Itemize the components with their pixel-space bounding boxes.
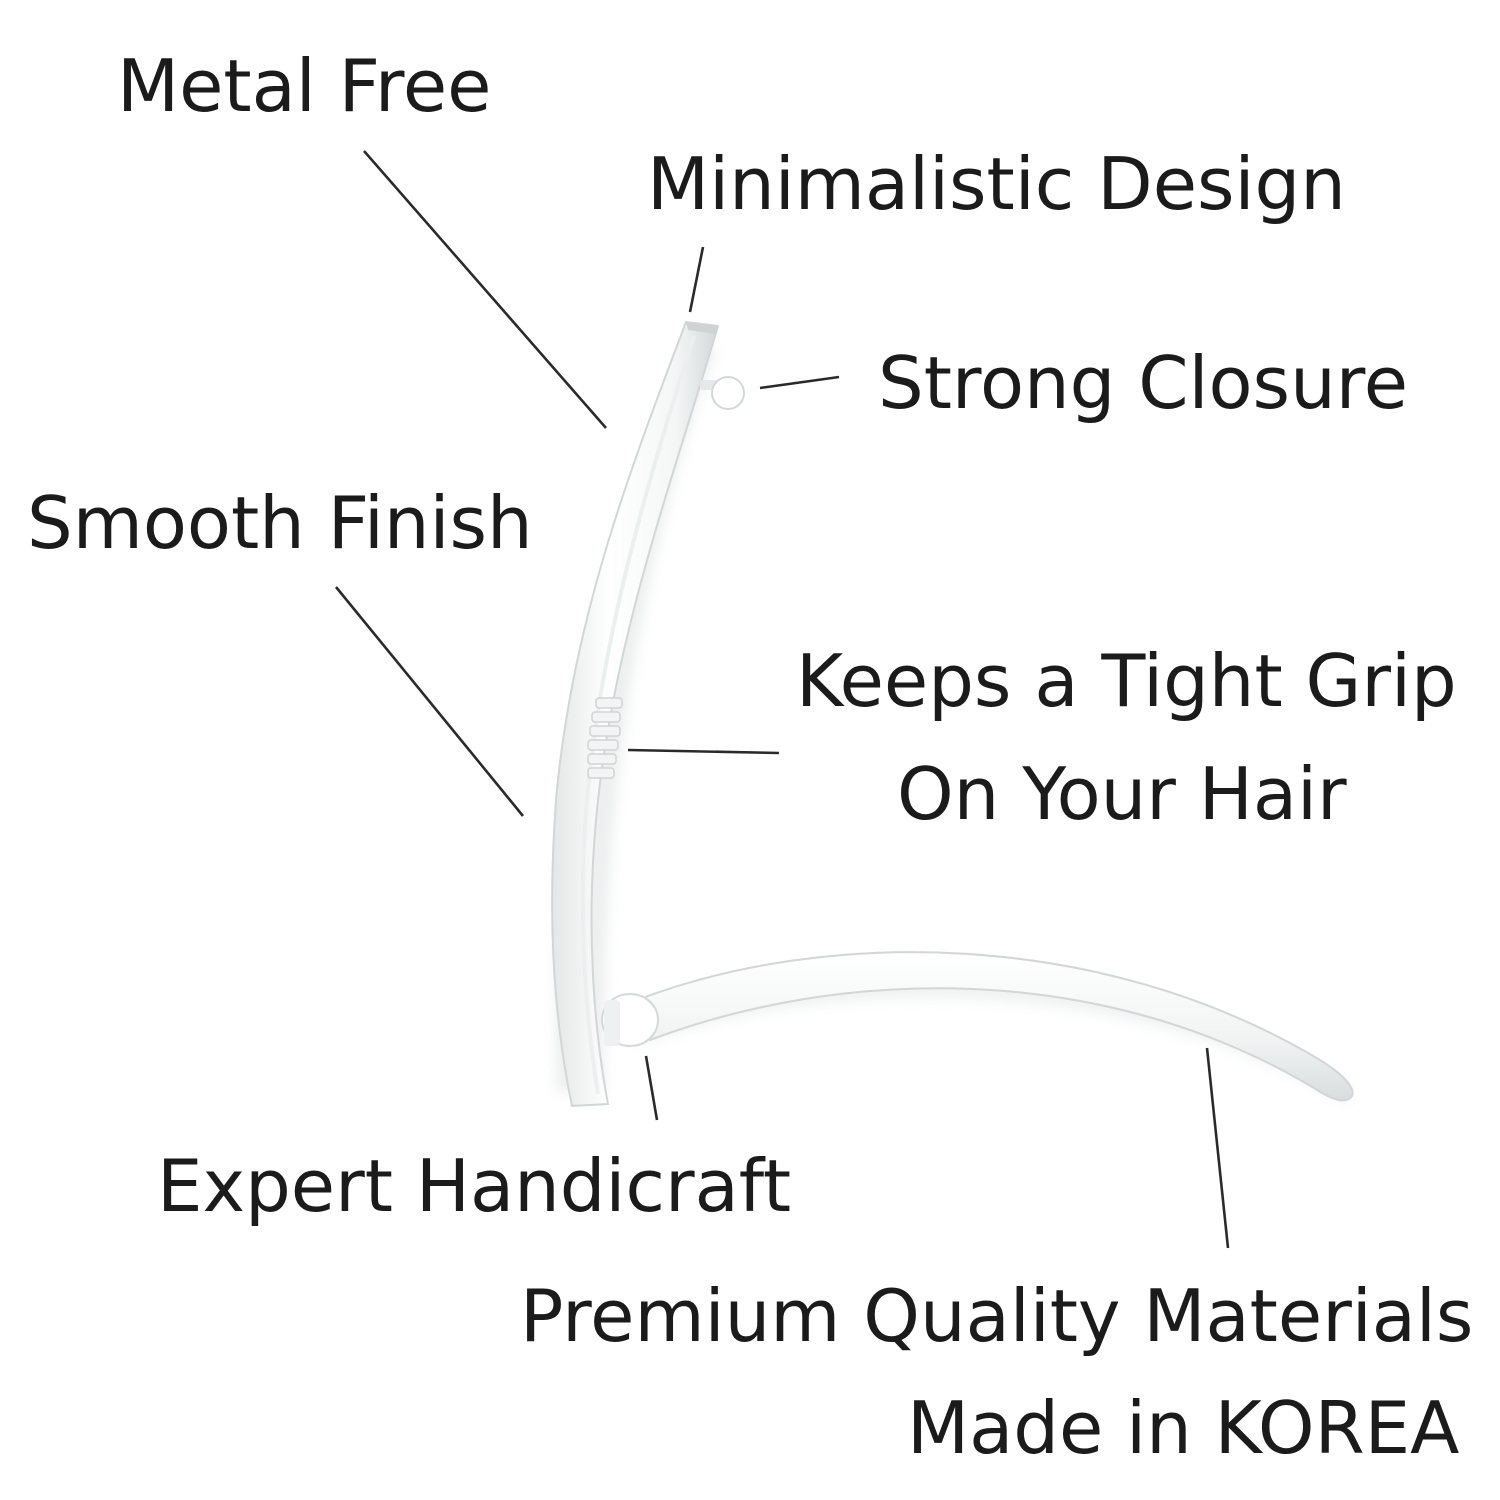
leader-lines xyxy=(334,150,1230,1249)
leader-line-tight-grip xyxy=(627,748,780,755)
leader-line-strong-closure xyxy=(759,375,840,390)
callout-tight-grip-line1: Keeps a Tight Grip xyxy=(796,639,1457,723)
callout-premium-line2: Made in KOREA xyxy=(907,1386,1460,1470)
callout-metal-free: Metal Free xyxy=(117,44,492,128)
leader-line-metal-free xyxy=(363,150,607,429)
callout-smooth-finish: Smooth Finish xyxy=(27,481,533,565)
barrette-top-bar xyxy=(551,320,720,1108)
leader-line-smooth-finish xyxy=(334,586,525,817)
callout-minimalistic-design: Minimalistic Design xyxy=(647,142,1346,226)
leader-line-minimalistic-design xyxy=(688,246,705,313)
grip-teeth xyxy=(587,697,623,779)
callout-expert-handicraft: Expert Handicraft xyxy=(157,1144,792,1228)
callout-premium-line1: Premium Quality Materials xyxy=(520,1274,1474,1358)
callout-tight-grip-line2: On Your Hair xyxy=(897,752,1347,836)
callout-strong-closure: Strong Closure xyxy=(878,341,1409,425)
leader-line-premium-quality xyxy=(1205,1047,1230,1249)
leader-line-expert-handicraft xyxy=(644,1055,659,1121)
closure-knob xyxy=(700,376,745,410)
barrette-lower-arm xyxy=(601,951,1354,1102)
